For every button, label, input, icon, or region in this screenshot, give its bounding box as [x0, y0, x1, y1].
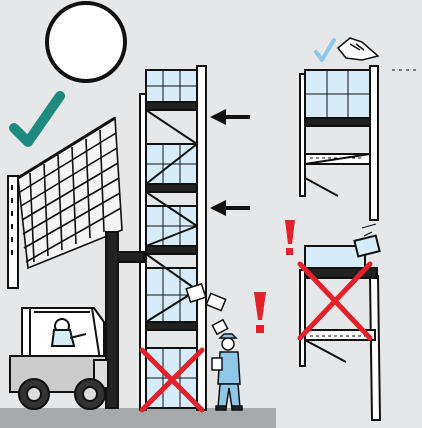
inspector-worker — [212, 334, 242, 410]
rack-top-correct — [300, 66, 378, 220]
floor — [0, 408, 276, 428]
check-mark-icon — [316, 40, 334, 60]
arrow-icon — [210, 109, 250, 125]
badge-circle — [47, 3, 125, 81]
pointing-hand-icon — [338, 38, 378, 60]
warning-icon — [254, 292, 266, 333]
warning-icon — [285, 220, 295, 255]
check-mark-icon — [14, 96, 60, 142]
arrow-icon — [210, 200, 250, 216]
